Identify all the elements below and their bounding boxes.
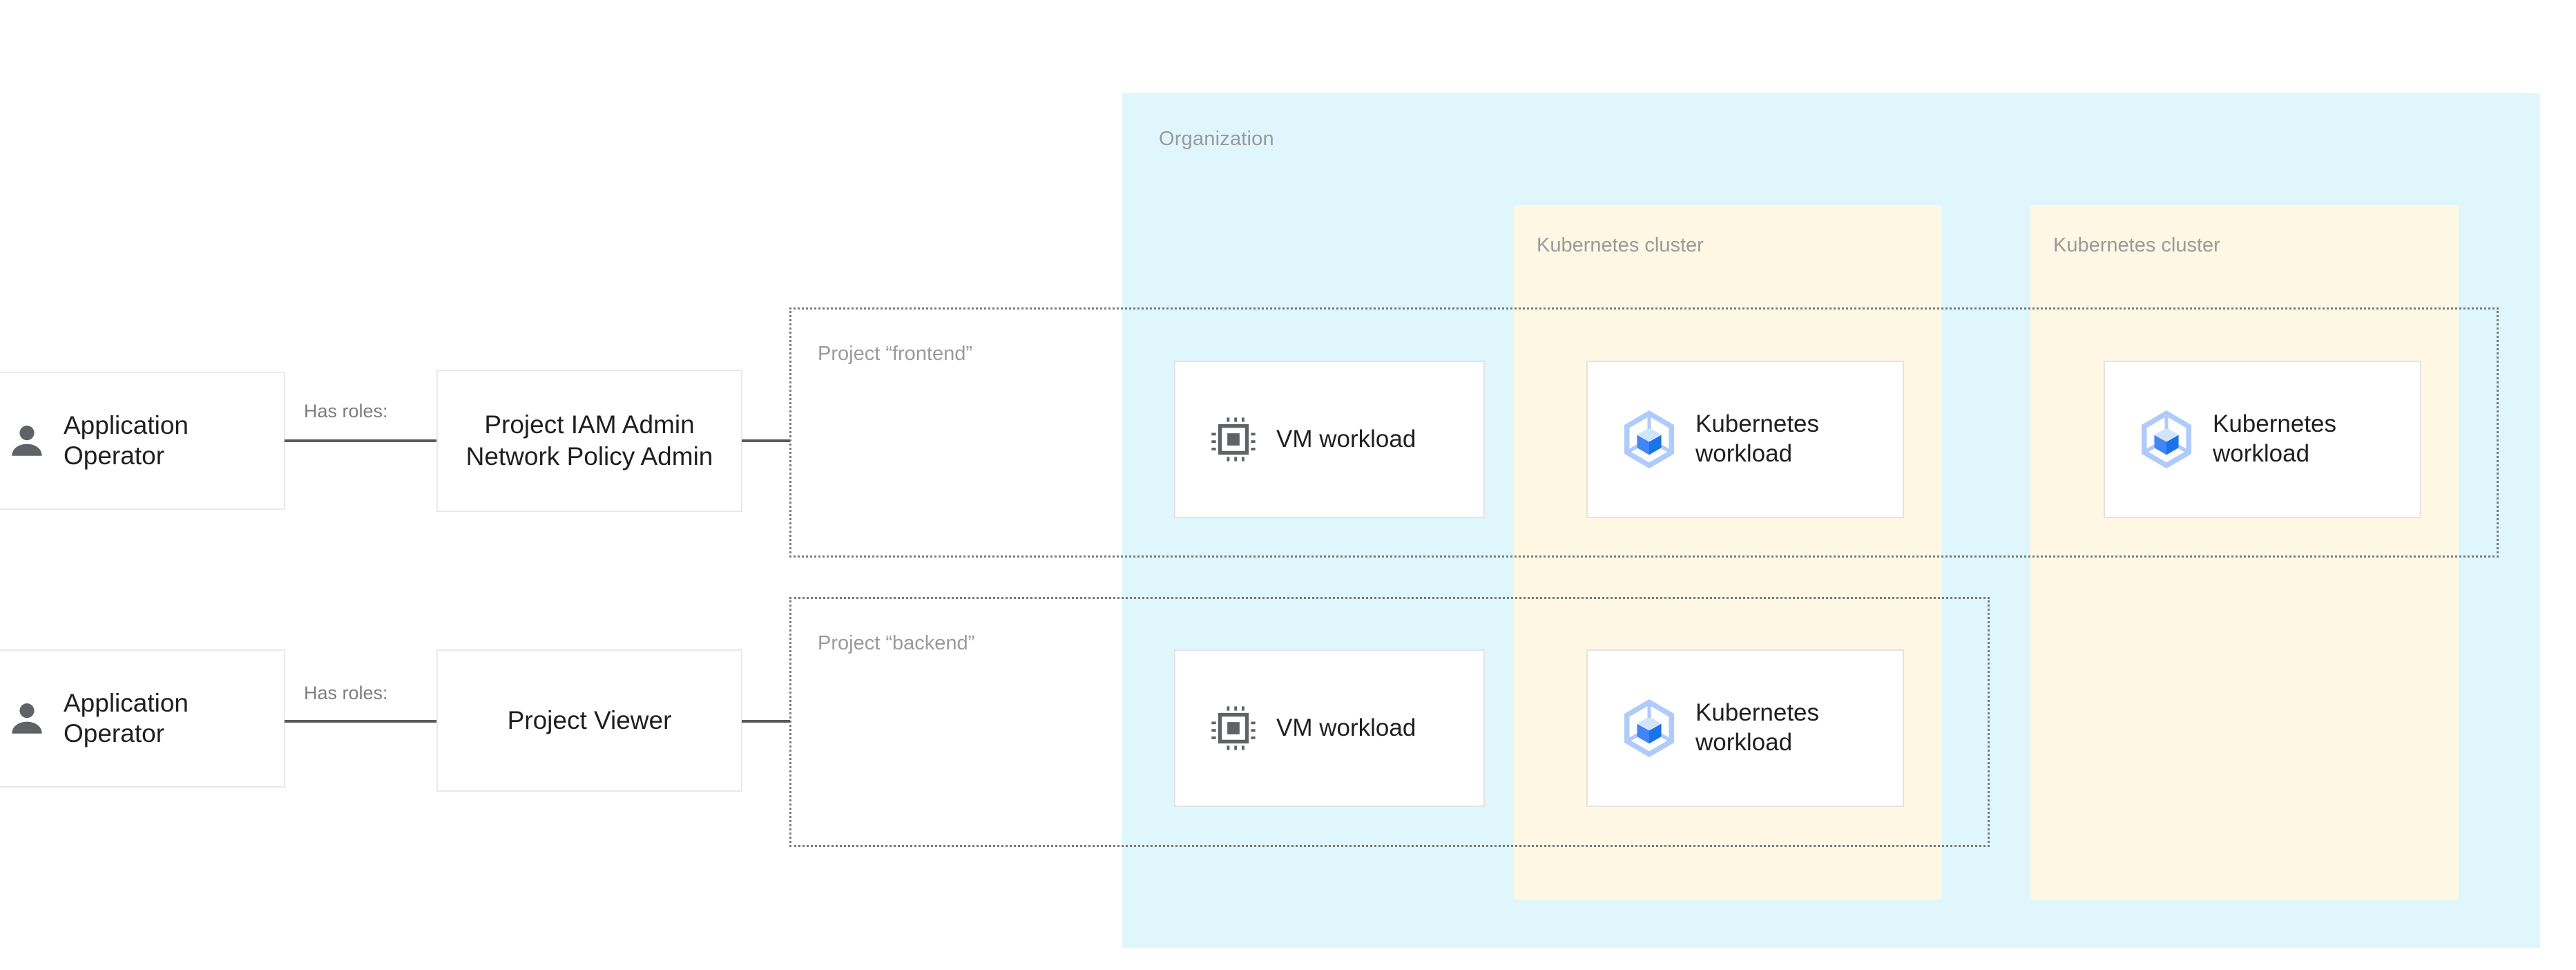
connector-persona-role-1 [285, 439, 438, 442]
kubernetes-cube-icon [2137, 410, 2196, 469]
role-card-2[interactable]: Project Viewer [436, 649, 742, 792]
role-label: Project Viewer [507, 706, 672, 735]
kubernetes-cluster-2: Kubernetes cluster [2030, 205, 2459, 900]
connector-role-project-1 [742, 439, 790, 442]
connector-persona-role-2 [285, 720, 438, 723]
workload-card-label: VM workload [1276, 714, 1416, 741]
persona-card-1[interactable]: Application Operator [0, 372, 285, 510]
project-frontend-label: Project “frontend” [818, 343, 973, 365]
persona-label: Application Operator [64, 688, 189, 748]
project-backend-frame: Project “backend” [789, 597, 1990, 847]
workload-card-k8s-backend-a[interactable]: Kubernetes workload [1586, 649, 1904, 807]
person-icon [6, 697, 48, 740]
kubernetes-cube-icon [1619, 698, 1679, 758]
edge-label-has-roles-2: Has roles: [304, 683, 388, 703]
kubernetes-cluster-1-label: Kubernetes cluster [1537, 234, 1704, 256]
workload-card-vm-frontend[interactable]: VM workload [1174, 361, 1485, 518]
chip-icon [1207, 702, 1260, 754]
role-label: Project IAM Admin Network Policy Admin [465, 410, 713, 470]
connector-role-project-2 [742, 720, 790, 723]
edge-label-has-roles-1: Has roles: [304, 401, 388, 421]
workload-card-label: VM workload [1276, 425, 1416, 453]
workload-card-k8s-frontend-a[interactable]: Kubernetes workload [1586, 361, 1904, 518]
persona-label: Application Operator [64, 410, 189, 470]
workload-card-label: Kubernetes workload [2213, 410, 2337, 467]
person-icon [6, 419, 48, 462]
kubernetes-cluster-2-label: Kubernetes cluster [2053, 234, 2220, 256]
organization-label: Organization [1159, 128, 1274, 150]
persona-card-2[interactable]: Application Operator [0, 649, 285, 788]
role-card-1[interactable]: Project IAM Admin Network Policy Admin [436, 370, 742, 512]
kubernetes-cube-icon [1619, 410, 1679, 469]
chip-icon [1207, 413, 1260, 466]
project-backend-label: Project “backend” [818, 632, 975, 654]
workload-card-label: Kubernetes workload [1695, 699, 1820, 756]
project-frontend-frame: Project “frontend” [789, 307, 2499, 558]
workload-card-label: Kubernetes workload [1695, 410, 1820, 467]
workload-card-k8s-frontend-b[interactable]: Kubernetes workload [2104, 361, 2421, 518]
workload-card-vm-backend[interactable]: VM workload [1174, 649, 1485, 807]
